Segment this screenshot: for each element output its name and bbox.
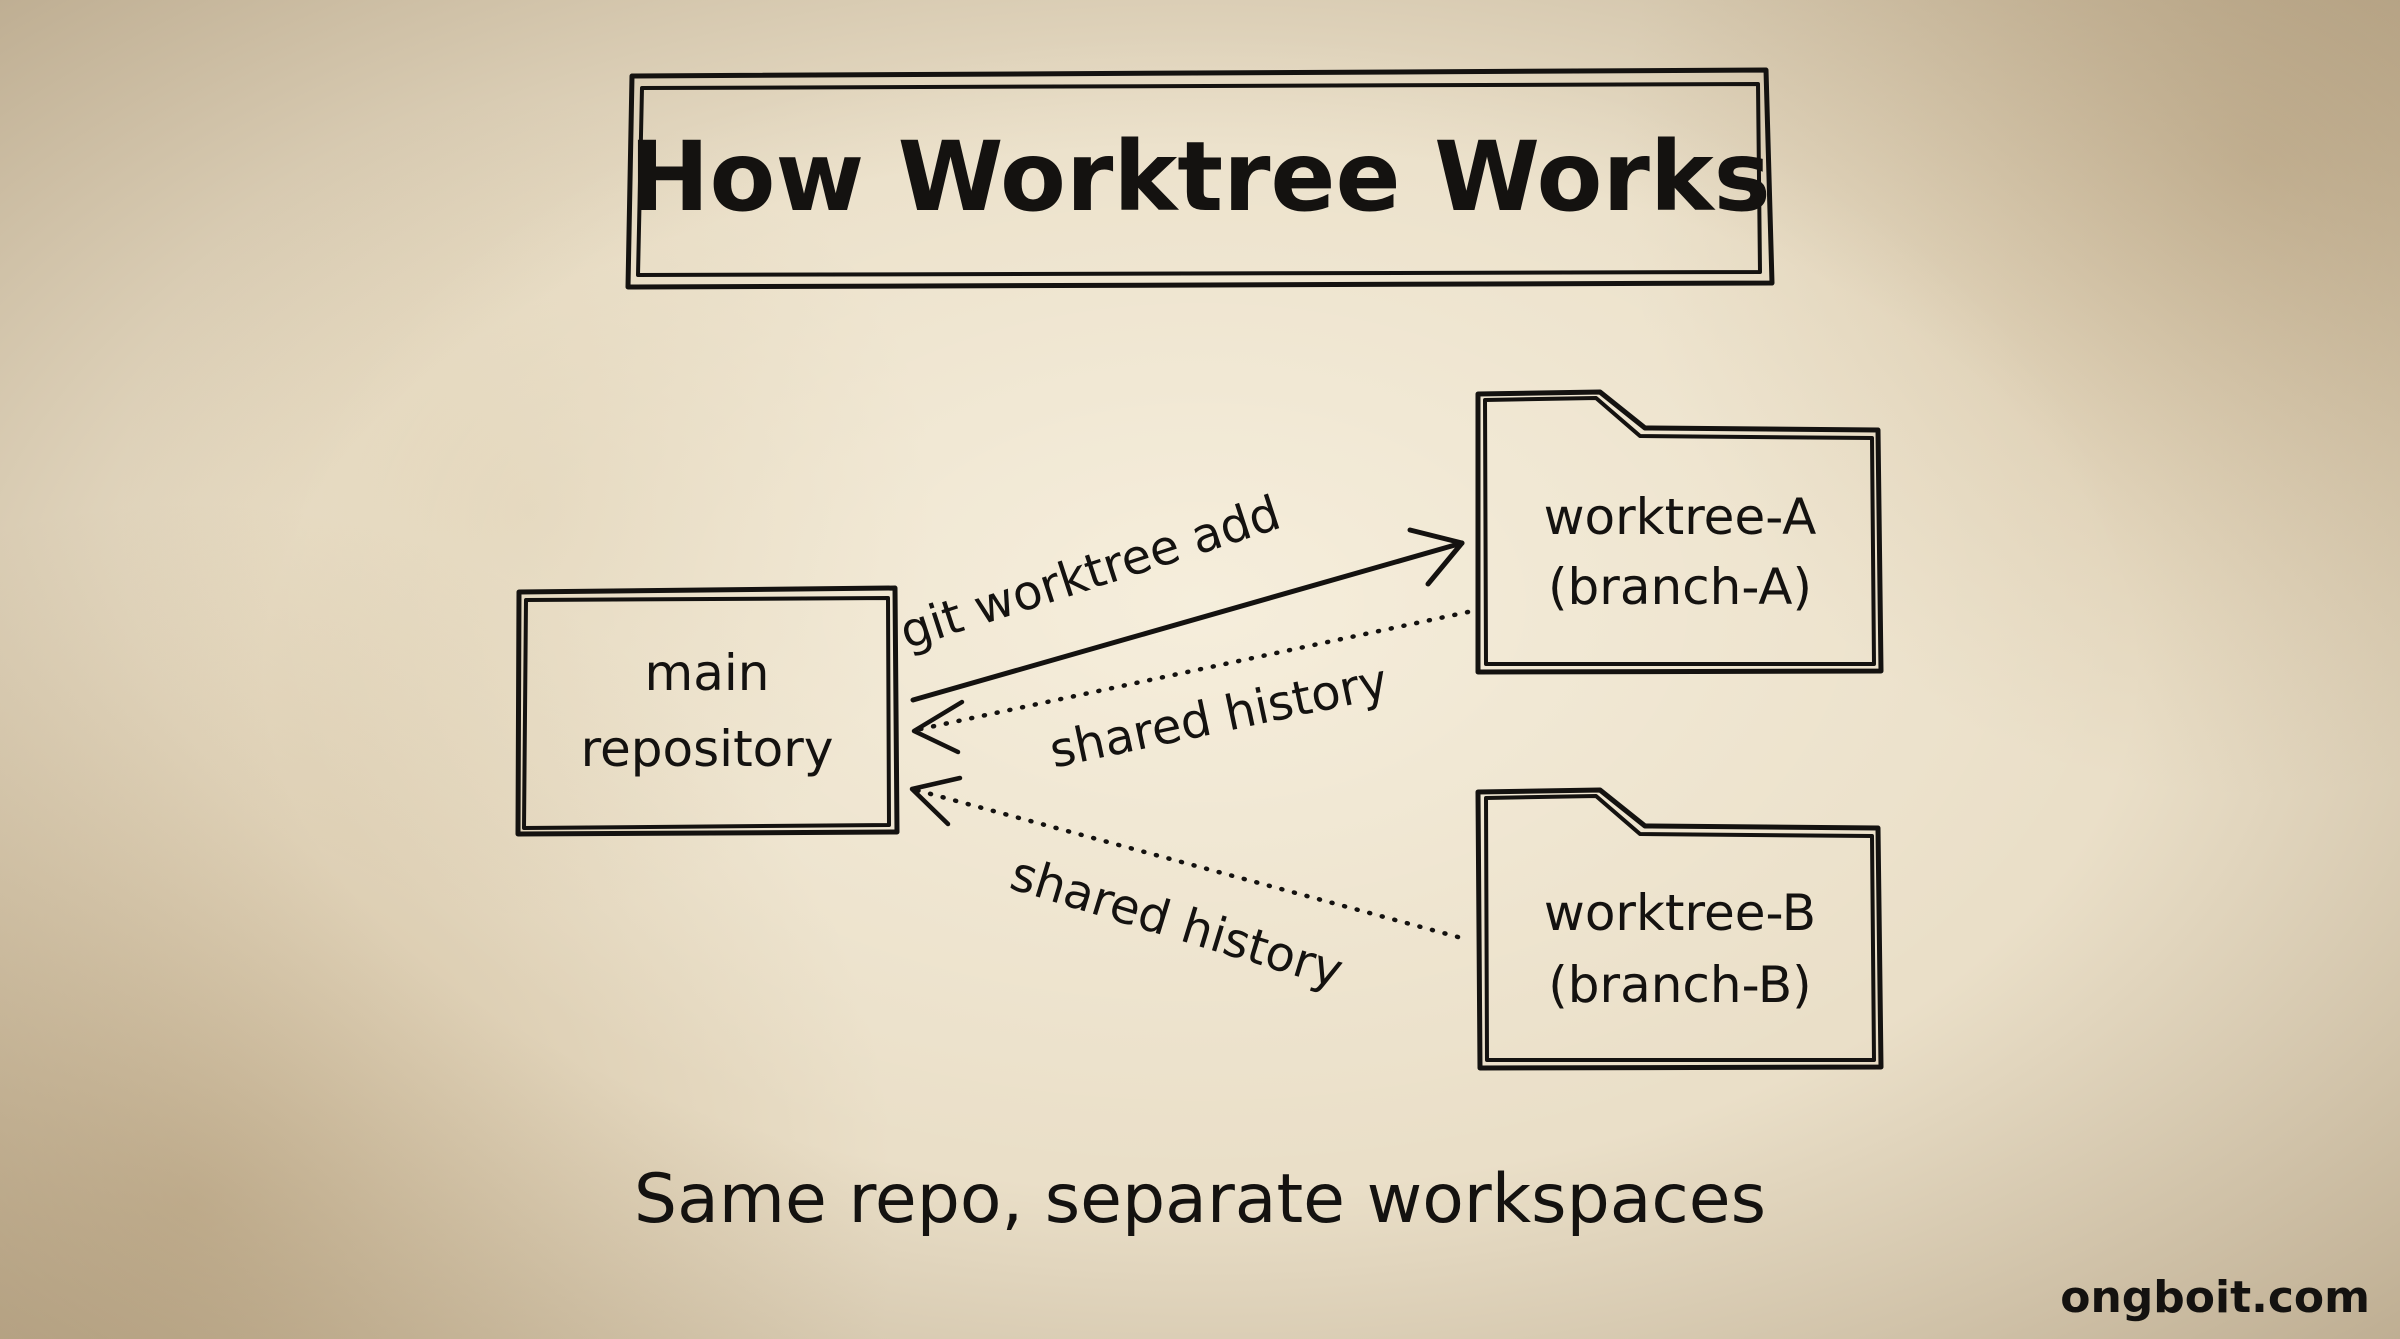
shared-history-arrow-a	[911, 609, 1471, 755]
watermark: ongboit.com	[2060, 1272, 2370, 1323]
worktree-a-label-line1: worktree-A	[1544, 488, 1817, 546]
main-repository-box	[515, 585, 900, 837]
shared-history-arrow-b	[909, 775, 1461, 940]
page-title: How Worktree Works	[629, 121, 1771, 233]
git-worktree-add-arrow	[910, 527, 1465, 703]
git-worktree-add-label: git worktree add	[893, 485, 1287, 661]
shared-history-label-b: shared history	[1004, 846, 1349, 1000]
worktree-b-label-line2: (branch-B)	[1548, 956, 1811, 1014]
worktree-b-label-line1: worktree-B	[1544, 884, 1816, 942]
worktree-a-label-line2: (branch-A)	[1548, 558, 1812, 616]
main-repository-label-line2: repository	[581, 720, 834, 778]
folder-icon	[1475, 787, 1884, 1071]
main-repository-label-line1: main	[645, 644, 770, 702]
folder-icon	[1475, 389, 1884, 675]
shared-history-label-a: shared history	[1045, 653, 1393, 779]
title-frame	[625, 67, 1775, 290]
caption: Same repo, separate workspaces	[634, 1160, 1766, 1239]
